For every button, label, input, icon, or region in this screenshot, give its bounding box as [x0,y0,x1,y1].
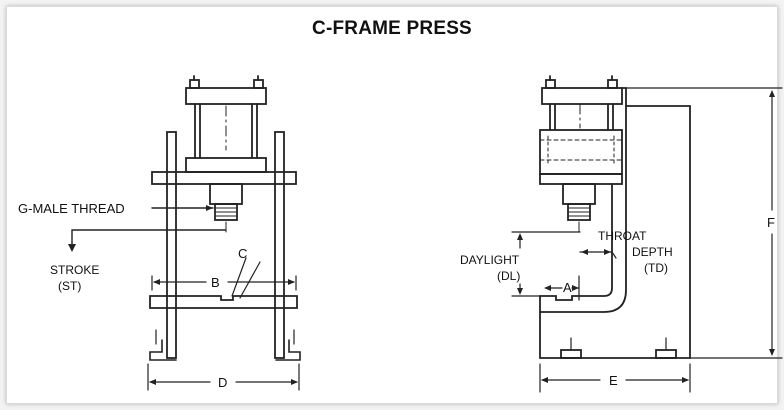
cylinder-body [185,157,267,173]
label-g-male-thread: G-MALE THREAD [18,201,125,216]
foot-right [275,339,301,361]
male-thread [214,203,238,221]
label-stroke: STROKE [50,263,99,277]
side-cylinder-top [541,87,623,105]
side-ram-block [562,183,596,205]
side-cylinder-body [539,129,623,175]
foot-left [149,339,177,361]
label-b: B [211,275,220,290]
frame-post-left [166,131,177,359]
base-foot-right [655,349,677,359]
diagram-title: C-FRAME PRESS [312,18,472,39]
front-view [68,75,301,391]
c-frame-body [539,87,627,313]
label-c: C [238,246,247,261]
label-a: A [563,280,572,295]
ram-block [209,183,243,205]
label-depth: DEPTH [632,245,673,259]
label-stroke-abbr: (ST) [58,279,81,293]
top-bolt-right [253,79,264,89]
diagram-frame [6,6,778,404]
label-daylight-abbr: (DL) [497,269,520,283]
side-view [511,75,783,393]
top-bolt-left [189,79,200,89]
side-male-thread [567,203,591,221]
label-throat: THROAT [598,229,647,243]
cylinder-top-plate [185,87,267,105]
label-daylight: DAYLIGHT [460,253,520,267]
label-d: D [218,375,227,390]
bed-plate [149,295,298,309]
label-e: E [609,373,618,388]
label-f: F [767,215,775,230]
frame-post-right [274,131,285,359]
label-throat-depth-abbr: (TD) [644,261,668,275]
base-foot-left [560,349,582,359]
